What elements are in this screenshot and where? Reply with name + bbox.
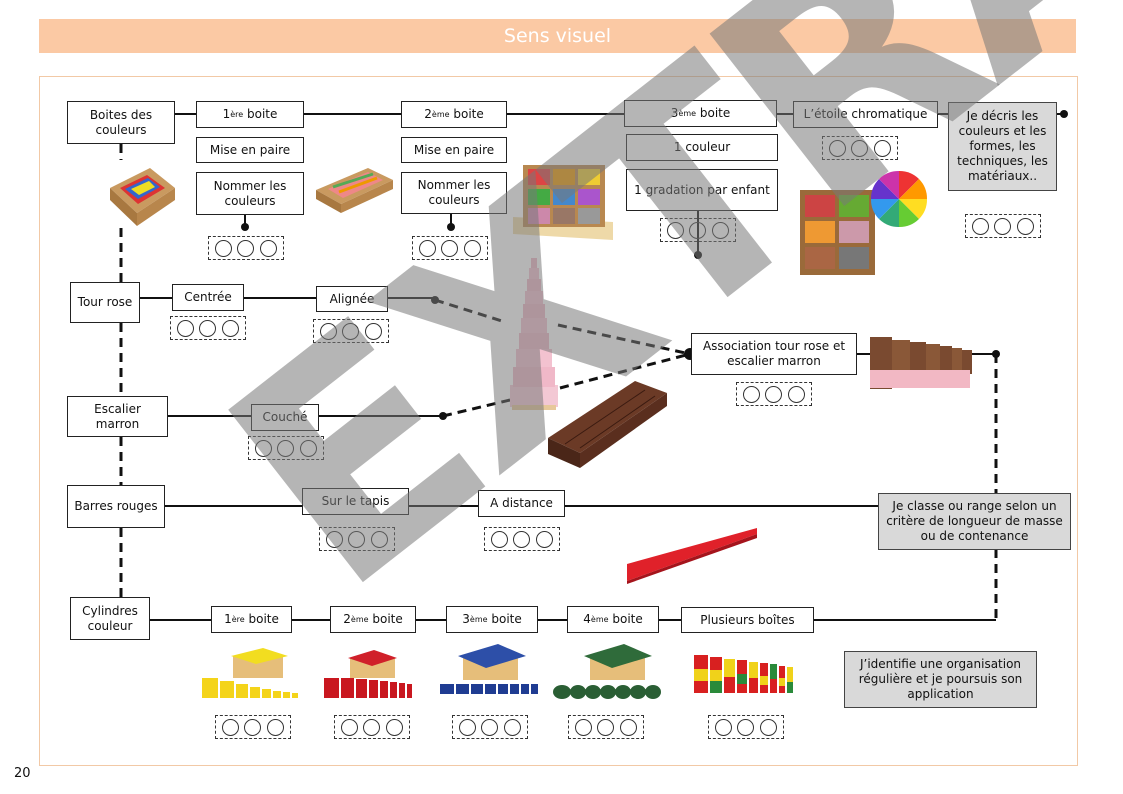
color-trays-image <box>800 190 875 275</box>
sur-le-tapis-box: Sur le tapis <box>302 488 409 515</box>
color-star-image <box>870 170 928 228</box>
progress-circles[interactable] <box>313 319 389 343</box>
progress-circles[interactable] <box>568 715 644 739</box>
progress-circles[interactable] <box>660 218 736 242</box>
cyl-ordinal-4-suffix: ème <box>590 615 609 624</box>
color-box-1-image <box>110 168 175 226</box>
cyl-ordinal-1-suffix: ère <box>231 615 245 624</box>
alignee-box: Alignée <box>316 286 388 312</box>
progress-circles[interactable] <box>170 316 246 340</box>
cyl-ordinal-4: 4 <box>583 612 591 626</box>
a-distance-box: A distance <box>478 490 565 517</box>
progress-circles[interactable] <box>334 715 410 739</box>
pink-tower-image <box>510 258 558 410</box>
cyl-ordinal-3: 3 <box>462 612 470 626</box>
progress-circles[interactable] <box>484 527 560 551</box>
page-number: 20 <box>14 766 31 781</box>
progress-circles[interactable] <box>319 527 395 551</box>
progress-circles[interactable] <box>452 715 528 739</box>
cylinders-mixed-image <box>694 655 793 693</box>
cyl-boite-3-text: boite <box>491 612 522 626</box>
barres-label: Barres rouges <box>67 485 165 528</box>
progress-circles[interactable] <box>736 382 812 406</box>
cylinder-box-green-image <box>553 644 661 699</box>
escalier-label: Escalier marron <box>67 396 168 437</box>
boites-label: Boites des couleurs <box>67 101 175 144</box>
etoile-chromatique-box: L’étoile chromatique <box>793 101 938 128</box>
ordinal-1: 1 <box>222 107 231 121</box>
cyl-ordinal-3-suffix: ème <box>469 615 488 624</box>
nommer-couleurs-2: Nommer les couleurs <box>401 172 507 214</box>
cyl-ordinal-2-suffix: ème <box>350 615 369 624</box>
ordinal-2: 2 <box>424 107 432 121</box>
color-box-3-image <box>513 165 613 240</box>
content-frame <box>39 76 1078 766</box>
tower-and-stair-image <box>870 337 972 389</box>
progress-circles[interactable] <box>215 715 291 739</box>
note-identifie: J’identifie une organisation régulière e… <box>844 651 1037 708</box>
mise-en-paire-2: Mise en paire <box>401 137 507 163</box>
progress-circles[interactable] <box>208 236 284 260</box>
couche-box: Couché <box>251 404 319 431</box>
progress-circles[interactable] <box>248 436 324 460</box>
plusieurs-boites-box: Plusieurs boîtes <box>681 607 814 633</box>
cyl-boite-2-text: boite <box>372 612 403 626</box>
boite-2-text: boite <box>453 107 484 121</box>
une-couleur-box: 1 couleur <box>626 134 778 161</box>
cyl-boite-4-text: boite <box>612 612 643 626</box>
progress-circles[interactable] <box>822 136 898 160</box>
nommer-couleurs-1: Nommer les couleurs <box>196 172 304 215</box>
cyl-boite-1-text: boite <box>248 612 279 626</box>
cyl-ordinal-2: 2 <box>343 612 351 626</box>
cylinder-box-red-image <box>324 650 412 698</box>
boite-1-text: boite <box>247 107 278 121</box>
centree-box: Centrée <box>172 284 244 311</box>
brown-stair-image <box>548 381 667 468</box>
cylindres-label: Cylindres couleur <box>70 597 150 640</box>
color-box-2-image <box>316 168 393 213</box>
note-decris: Je décris les couleurs et les formes, le… <box>948 102 1057 191</box>
ordinal-1-suffix: ère <box>230 110 244 119</box>
mise-en-paire-1: Mise en paire <box>196 137 304 163</box>
progress-circles[interactable] <box>708 715 784 739</box>
tour-rose-label: Tour rose <box>70 282 140 323</box>
ordinal-3: 3 <box>670 106 679 120</box>
cyl-ordinal-1: 1 <box>224 612 232 626</box>
ordinal-3-suffix: ème <box>678 109 697 118</box>
page-header: Sens visuel <box>39 19 1076 53</box>
note-classe: Je classe ou range selon un critère de l… <box>878 493 1071 550</box>
gradation-box: 1 gradation par enfant <box>626 169 778 211</box>
progress-circles[interactable] <box>965 214 1041 238</box>
association-box: Association tour rose et escalier marron <box>691 333 857 375</box>
cylinder-box-blue-image <box>440 644 538 694</box>
ordinal-2-suffix: ème <box>431 110 450 119</box>
red-rods-image <box>627 528 757 584</box>
progress-circles[interactable] <box>412 236 488 260</box>
boite-3-text: boite <box>699 106 731 120</box>
cylinder-box-yellow-image <box>202 648 298 698</box>
